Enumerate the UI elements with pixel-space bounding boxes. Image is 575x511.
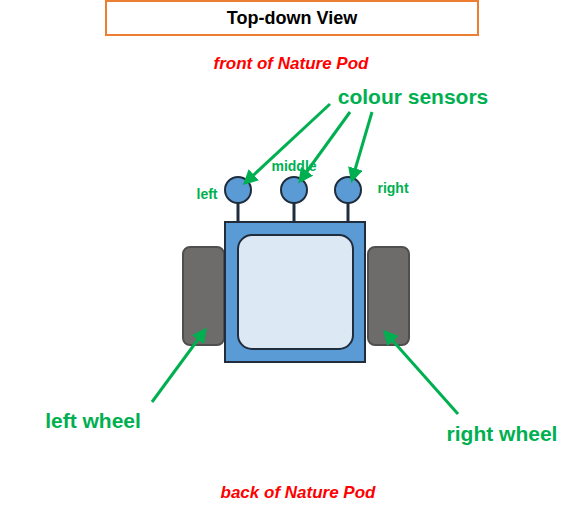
- leader-arrow: [352, 112, 372, 180]
- direction-label: back of Nature Pod: [221, 483, 376, 503]
- colour-sensor: [281, 177, 307, 203]
- right-wheel: [368, 247, 409, 345]
- part-label: right wheel: [447, 422, 558, 446]
- sensor-label: right: [377, 180, 408, 196]
- sensor-stem: [237, 203, 240, 222]
- part-label: colour sensors: [338, 85, 489, 109]
- part-label: left wheel: [45, 409, 141, 433]
- pod-screen: [238, 235, 353, 349]
- leader-arrow: [385, 332, 458, 414]
- colour-sensor: [335, 177, 361, 203]
- sensor-label: left: [197, 186, 218, 202]
- title-text: Top-down View: [227, 8, 357, 29]
- leader-arrow: [152, 330, 205, 402]
- title-box: Top-down View: [105, 0, 479, 36]
- pod-body: [225, 222, 365, 362]
- sensor-label: middle: [271, 158, 316, 174]
- sensor-stem: [293, 203, 296, 222]
- sensor-stem: [347, 203, 350, 222]
- leader-arrow: [245, 104, 330, 183]
- direction-label: front of Nature Pod: [214, 54, 369, 74]
